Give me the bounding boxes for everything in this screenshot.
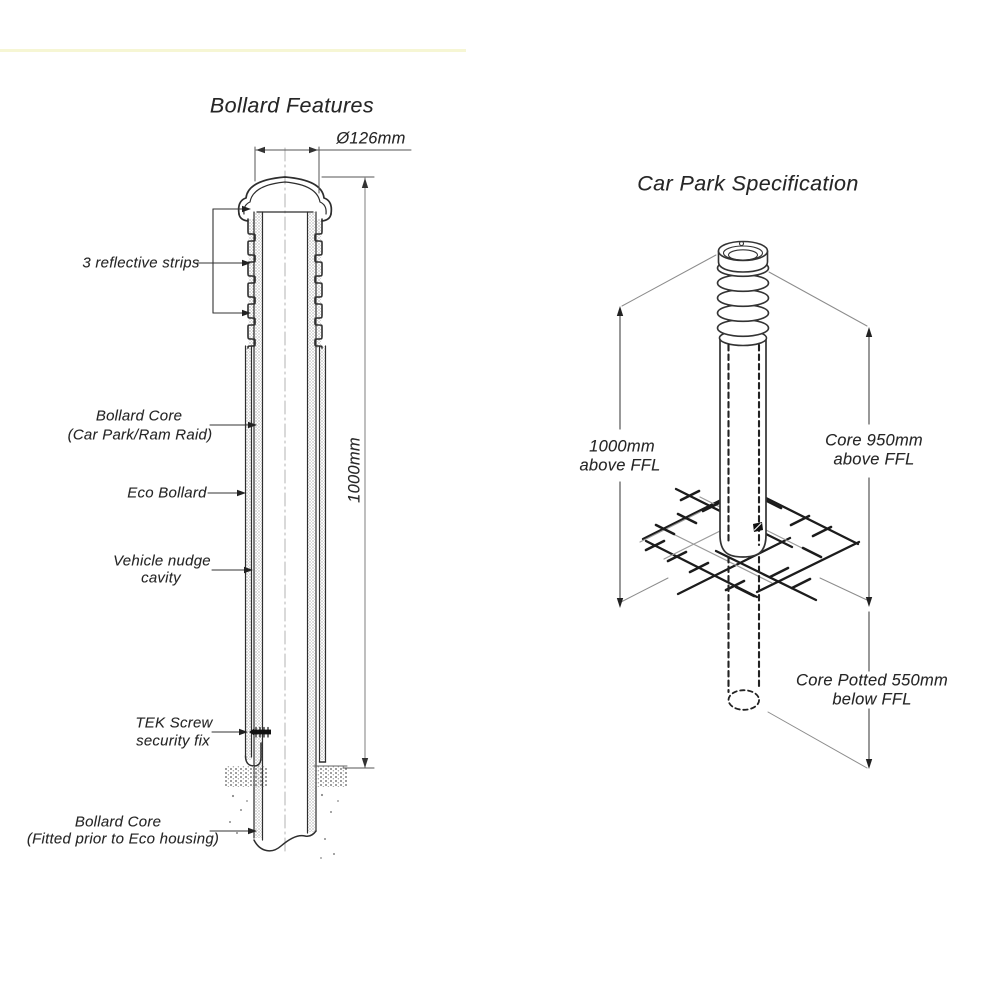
break-line <box>253 830 317 852</box>
scan-artifact-line <box>0 49 466 52</box>
height-label: 1000mm <box>345 437 364 503</box>
dim-above-left-line1: 1000mm <box>589 437 655 456</box>
label-leaders <box>196 205 257 835</box>
iso-dimensions <box>616 254 873 769</box>
cap-keyhole <box>738 240 745 247</box>
core-fixing-mark <box>753 522 763 532</box>
label-bollard-core-bottom-line1: Bollard Core <box>74 813 162 831</box>
bollard-rings <box>716 258 770 347</box>
bollard-cap <box>237 176 333 222</box>
dim-above-right-line2: above FFL <box>833 450 915 469</box>
dim-below-right-line1: Core Potted 550mm <box>796 671 948 690</box>
label-bollard-core-top-line2: (Car Park/Ram Raid) <box>67 426 213 444</box>
dim-above-right-line1: Core 950mm <box>825 431 923 450</box>
right-diagram-title: Car Park Specification <box>637 171 859 196</box>
section-view-bollard <box>196 146 412 859</box>
label-nudge-cavity-line2: cavity <box>141 569 181 587</box>
eco-housing-walls <box>244 345 327 767</box>
iso-leaders <box>620 254 868 769</box>
dim-below-right-line2: below FFL <box>832 690 912 709</box>
bollard-cap-iso <box>717 240 769 273</box>
left-diagram-title: Bollard Features <box>209 93 375 118</box>
dim-above-left-line2: above FFL <box>579 456 661 475</box>
label-bollard-core-bottom-line2: (Fitted prior to Eco housing) <box>26 830 220 848</box>
label-eco-bollard: Eco Bollard <box>127 484 207 502</box>
bollard-body <box>719 337 767 558</box>
isometric-view-bollard <box>616 240 873 769</box>
diameter-dimension <box>254 146 412 194</box>
diameter-label: Ø126mm <box>336 129 406 148</box>
label-tek-screw-line1: TEK Screw <box>135 714 213 732</box>
label-reflective-strips: 3 reflective strips <box>82 254 200 272</box>
ground-hatch <box>225 765 348 859</box>
label-bollard-core-top-line1: Bollard Core <box>95 407 183 425</box>
ribbed-section <box>247 218 323 349</box>
height-dimension <box>321 176 375 769</box>
mesh-ticks <box>644 489 833 598</box>
tek-screw <box>249 726 271 738</box>
label-tek-screw-line2: security fix <box>136 732 210 750</box>
core-walls <box>253 211 317 852</box>
hidden-core-dashed <box>727 343 761 711</box>
label-nudge-cavity-line1: Vehicle nudge <box>113 552 211 570</box>
